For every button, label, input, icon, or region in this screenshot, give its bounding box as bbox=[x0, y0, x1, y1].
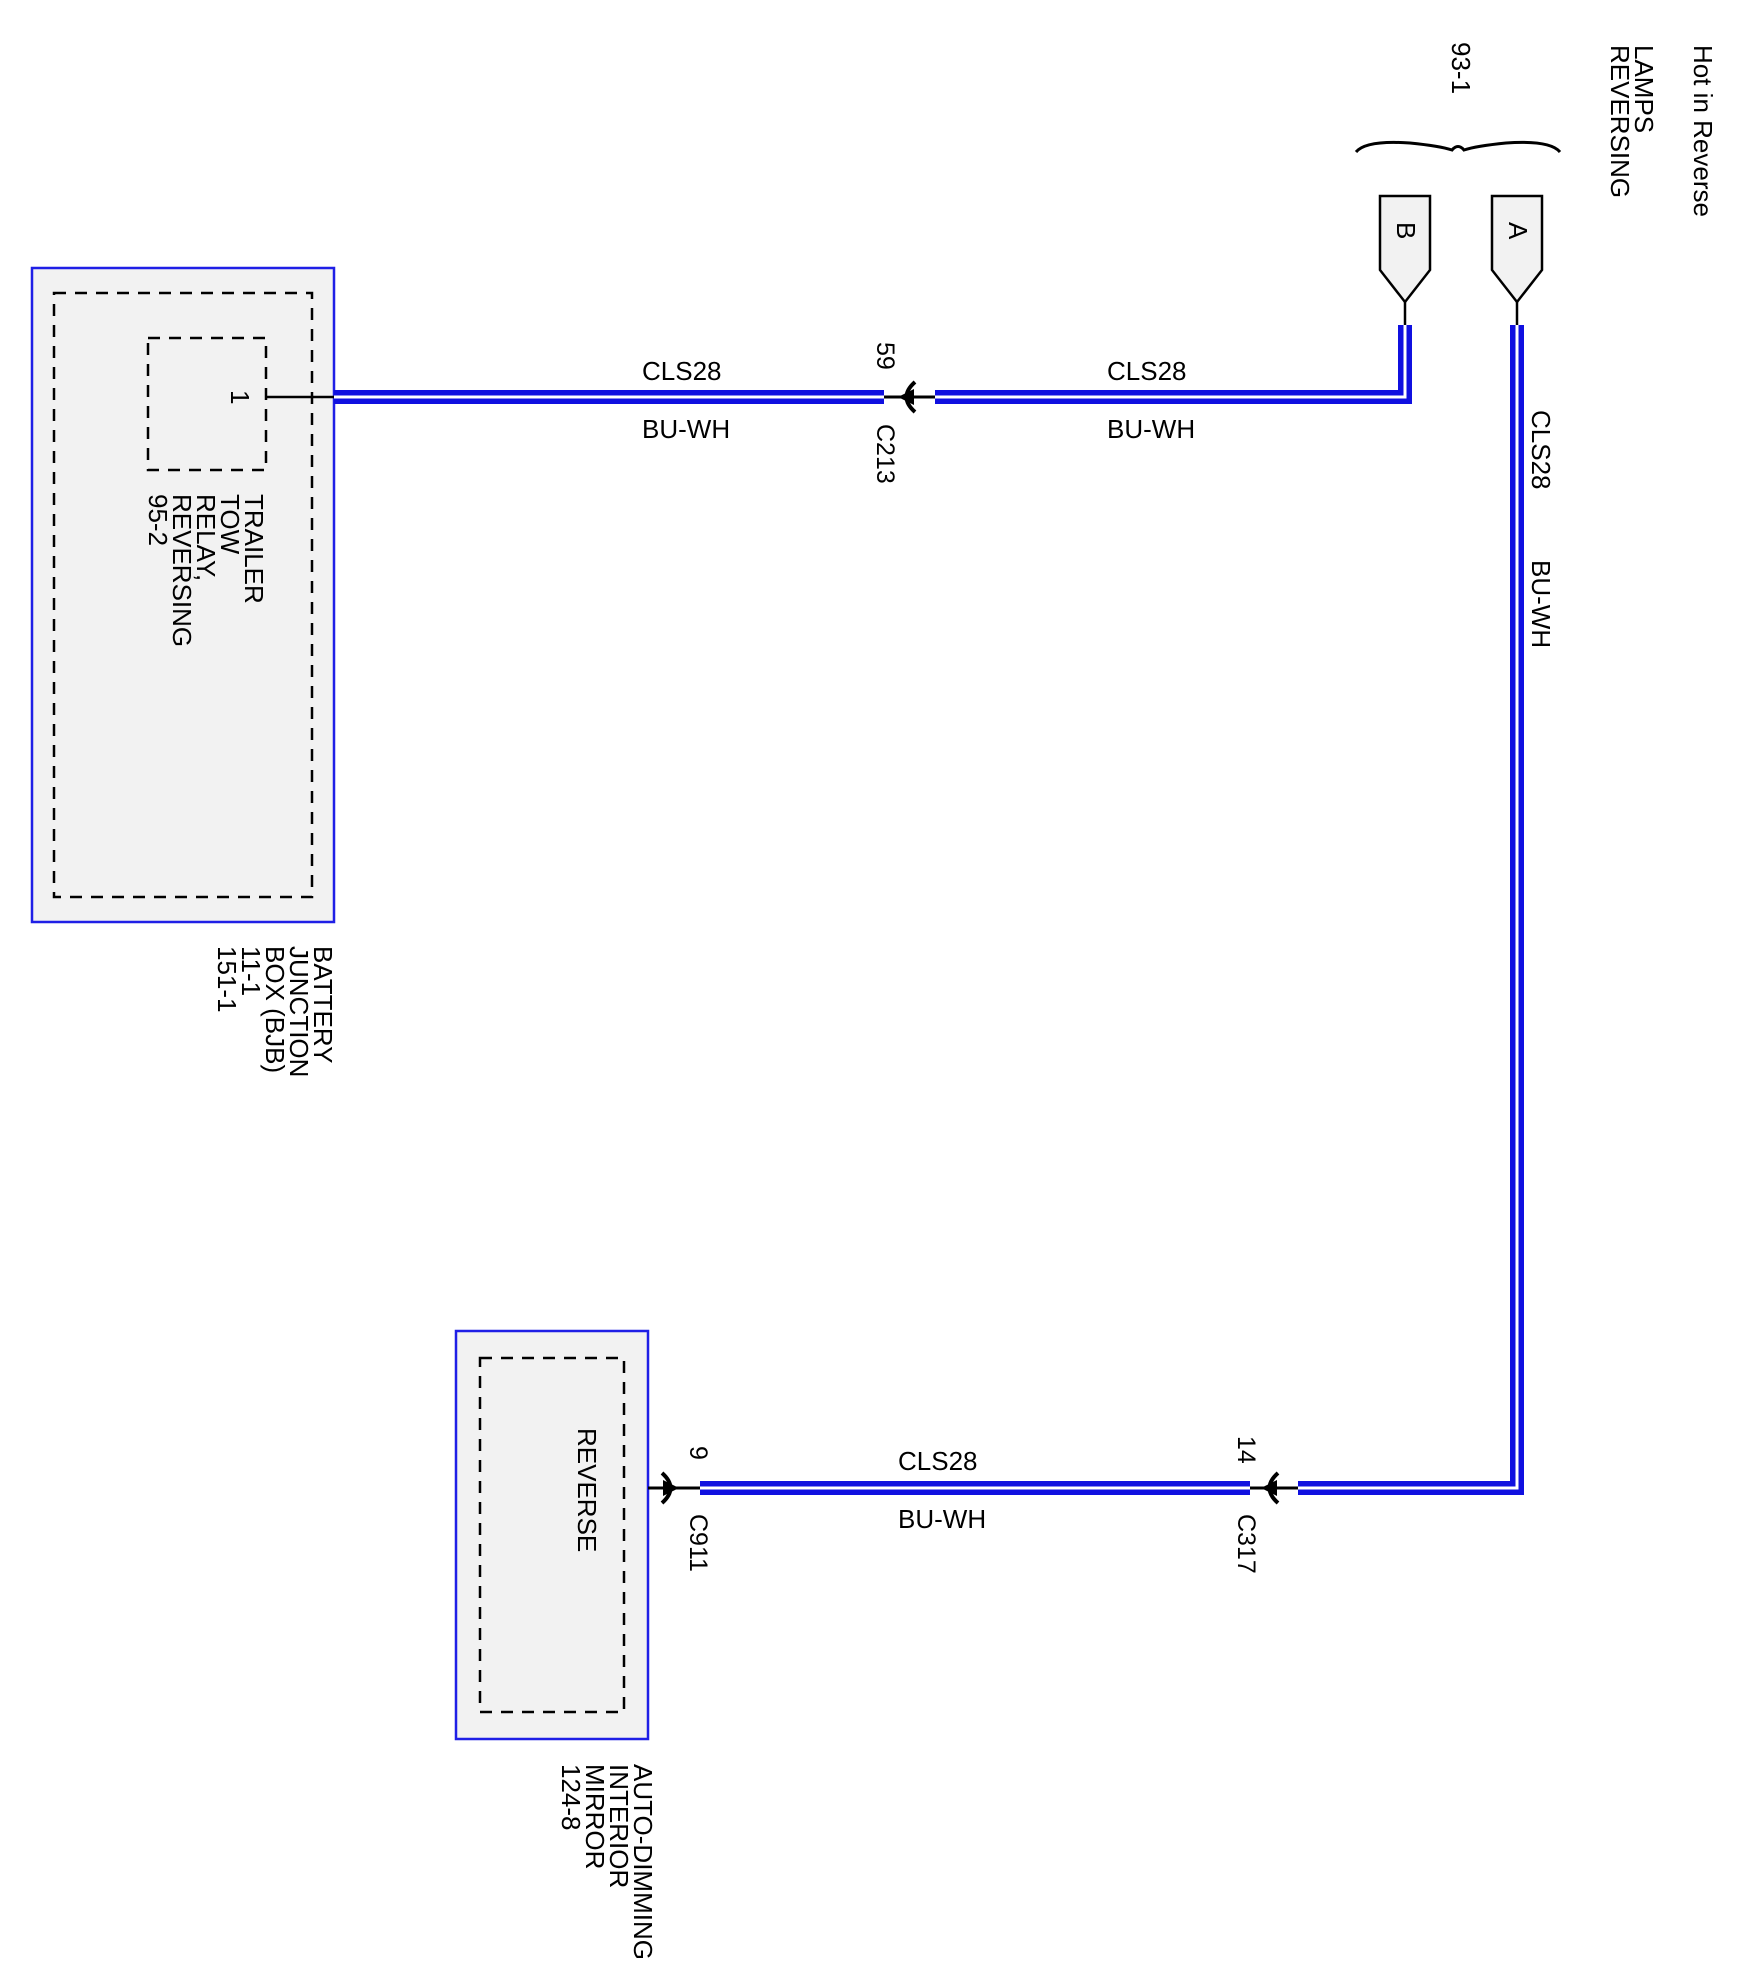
c911-pin: 9 bbox=[684, 1446, 712, 1460]
bjb-box bbox=[30, 266, 336, 924]
mirror-box bbox=[454, 1329, 650, 1741]
lamp-pin-a-connector bbox=[1490, 194, 1544, 305]
bjb-label: BATTERY JUNCTION BOX (BJB) 11-1 151-1 bbox=[212, 946, 338, 1085]
wire-bottom-color: BU-WH bbox=[898, 1504, 986, 1534]
wire-vertical-color: BU-WH bbox=[1526, 560, 1556, 648]
diagram-title: Hot in Reverse bbox=[1688, 45, 1718, 217]
c213-pin: 59 bbox=[871, 342, 899, 370]
mirror-inner-dashed bbox=[478, 1356, 626, 1714]
relay-label: TRAILER TOW RELAY, REVERSING 95-2 bbox=[143, 494, 269, 654]
c911-connector-symbol bbox=[648, 1471, 700, 1505]
lamp-pin-a-label: A bbox=[1503, 222, 1533, 240]
wire-vertical-circuit: CLS28 bbox=[1526, 410, 1556, 490]
reversing-lamps-label: REVERSING LAMPS bbox=[1605, 45, 1659, 205]
mirror-label: AUTO-DIMMING INTERIOR MIRROR 124-8 bbox=[556, 1764, 658, 1967]
wire-bottom bbox=[700, 1481, 1250, 1495]
wire-bottom-circuit: CLS28 bbox=[898, 1446, 978, 1476]
mirror-reverse-label: REVERSE bbox=[572, 1428, 602, 1552]
bjb-relay-pin: 1 bbox=[225, 390, 255, 404]
c317-name: C317 bbox=[1232, 1514, 1260, 1574]
c317-connector-symbol bbox=[1250, 1471, 1298, 1505]
lamp-pin-b-label: B bbox=[1391, 222, 1421, 239]
wire-top-right-circuit: CLS28 bbox=[1107, 356, 1187, 386]
c213-name: C213 bbox=[871, 424, 899, 484]
reversing-lamps-ref: 93-1 bbox=[1446, 42, 1476, 94]
lamp-pin-b-connector bbox=[1378, 194, 1432, 305]
c213-connector-symbol bbox=[884, 380, 935, 414]
wire-top-left-circuit: CLS28 bbox=[642, 356, 722, 386]
c911-name: C911 bbox=[684, 1514, 712, 1572]
wire-top-left-color: BU-WH bbox=[642, 414, 730, 444]
bjb-inner-dashed bbox=[52, 291, 314, 899]
wire-vertical bbox=[1298, 325, 1524, 1495]
wire-top-left bbox=[334, 390, 884, 404]
wire-top-right-color: BU-WH bbox=[1107, 414, 1195, 444]
reversing-lamps-brace bbox=[1354, 140, 1562, 154]
c317-pin: 14 bbox=[1232, 1436, 1260, 1464]
wire-top-right bbox=[935, 325, 1412, 404]
